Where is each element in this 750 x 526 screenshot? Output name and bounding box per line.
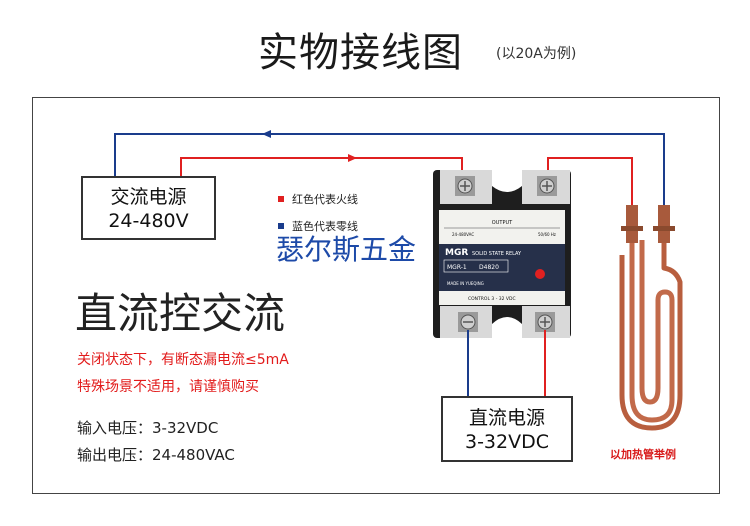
relay-type-label: SOLID STATE RELAY <box>472 251 522 257</box>
legend-blue-label: 蓝色代表零线 <box>292 220 358 233</box>
page-subtitle: (以20A为例) <box>496 46 577 62</box>
input-voltage-spec: 输入电压：3-32VDC <box>77 419 219 437</box>
red-square-icon <box>278 196 284 202</box>
dc-power-source: 直流电源 3-32VDC <box>441 396 573 462</box>
relay-frequency-label: 50/60 Hz <box>538 232 556 237</box>
legend-red-label: 红色代表火线 <box>292 193 358 206</box>
relay-voltage-label: 24-480VAC <box>452 232 474 237</box>
live-wire-in <box>180 157 463 190</box>
diagram-frame <box>32 97 720 494</box>
relay-control-label: CONTROL 3 - 32 VDC <box>468 296 516 302</box>
watermark: 瑟尔斯五金 <box>276 233 417 266</box>
relay-model: MGR-1 <box>447 264 467 271</box>
relay-part-number: D4820 <box>479 264 499 271</box>
legend-red: 红色代表火线 <box>278 191 358 207</box>
relay-output-label: OUTPUT <box>492 220 513 226</box>
page-title: 实物接线图 <box>258 30 463 76</box>
live-wire-arrow <box>348 154 357 162</box>
heating-tube <box>619 205 683 431</box>
dc-source-voltage: 3-32VDC <box>464 431 549 453</box>
note-line-2: 特殊场景不适用，请谨慎购买 <box>77 379 259 395</box>
ac-source-voltage: 24-480V <box>108 210 189 232</box>
neutral-wire <box>114 133 665 205</box>
status-led <box>535 269 545 279</box>
heater-caption: 以加热管举例 <box>610 448 676 461</box>
relay-origin: MADE IN YUEQING <box>447 281 484 286</box>
main-heading: 直流控交流 <box>75 289 286 338</box>
legend-blue: 蓝色代表零线 <box>278 218 358 234</box>
blue-square-icon <box>278 223 284 229</box>
dc-source-title: 直流电源 <box>468 407 545 429</box>
solid-state-relay: OUTPUT 24-480VAC 50/60 Hz MGR SOLID STAT… <box>433 170 571 338</box>
note-line-1: 关闭状态下，有断态漏电流≤5mA <box>77 352 289 368</box>
ac-power-source: 交流电源 24-480V <box>81 176 216 240</box>
neutral-wire-arrow <box>262 130 271 138</box>
output-voltage-spec: 输出电压：24-480VAC <box>77 446 235 464</box>
relay-brand-logo: MGR <box>445 248 468 258</box>
ac-source-title: 交流电源 <box>110 186 187 208</box>
